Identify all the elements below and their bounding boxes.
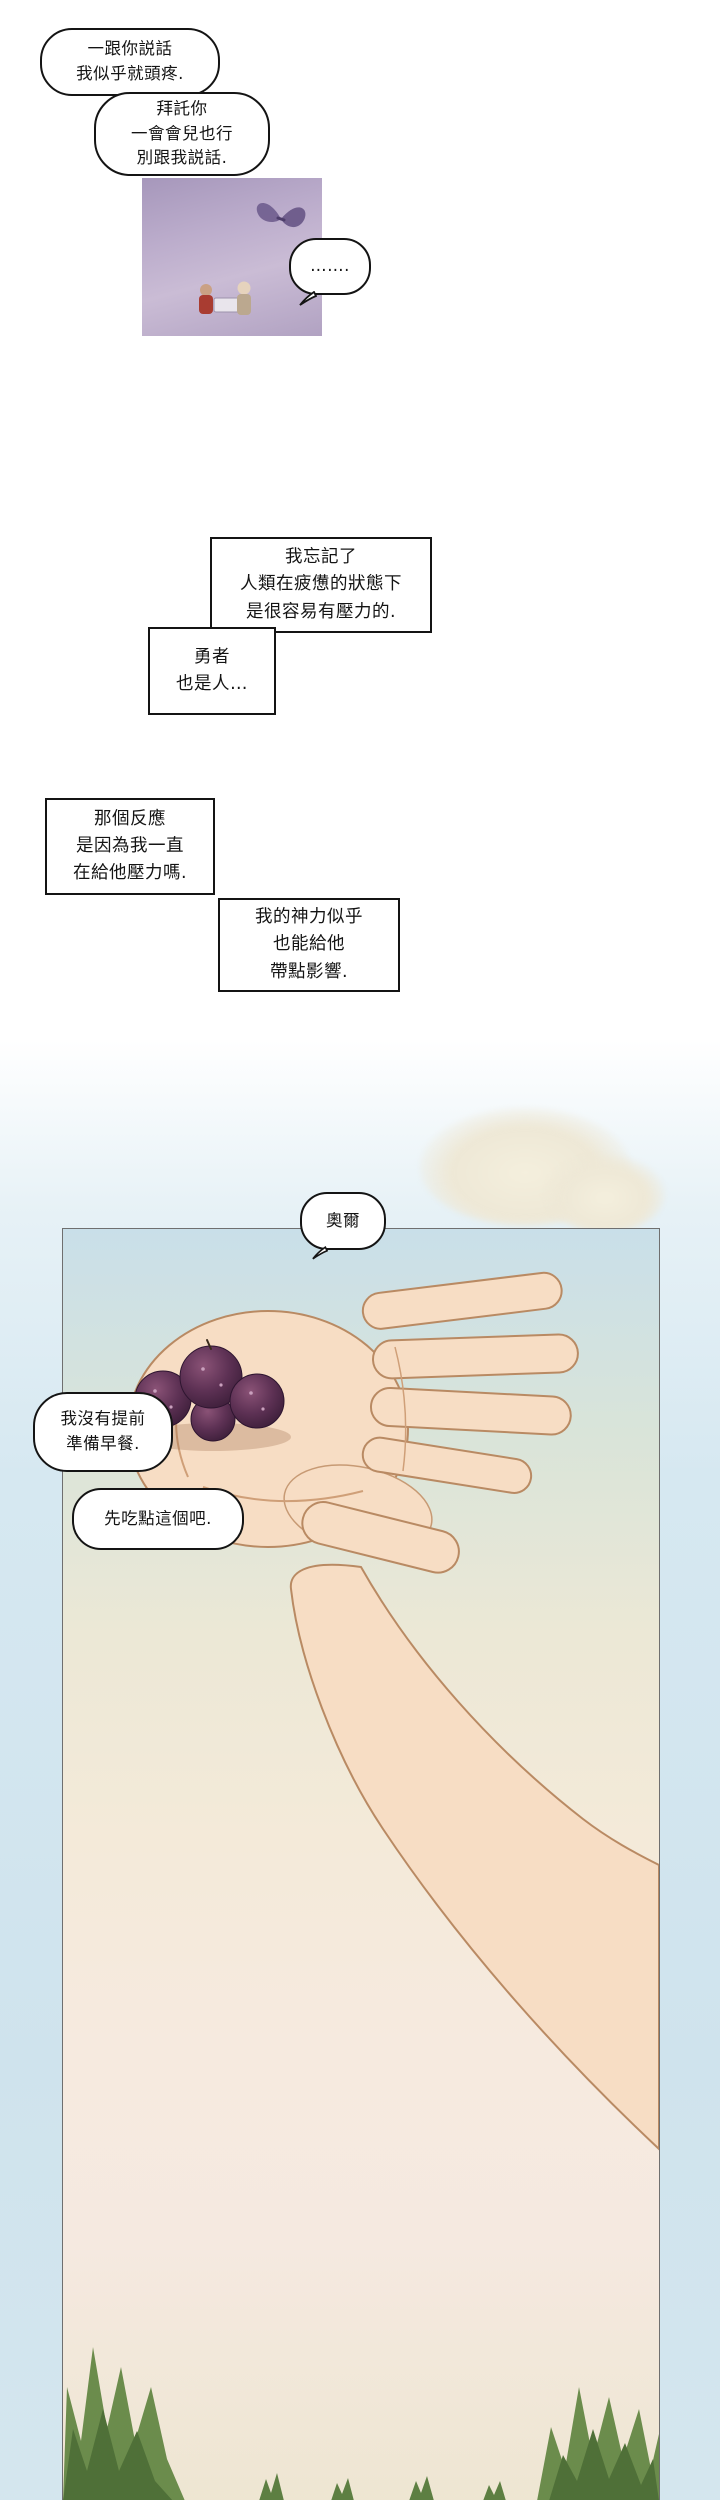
grass-tuft: [331, 2478, 354, 2500]
text-line: 別跟我説話.: [136, 148, 228, 168]
text-line: 是很容易有壓力的.: [245, 601, 397, 622]
speech-bubble-headache: 一跟你説話 我似乎就頭疼.: [40, 28, 220, 96]
speech-bubble-no-breakfast: 我沒有提前 準備早餐.: [33, 1392, 173, 1472]
characters-at-table: [199, 281, 251, 315]
grass-right-dark: [549, 2429, 659, 2500]
text-line: 也能給他: [273, 934, 345, 955]
text-line: 帶點影響.: [269, 961, 349, 982]
grass-tuft: [483, 2481, 506, 2500]
bubble-tail: [299, 291, 317, 306]
caption-divine-power: 我的神力似乎 也能給他 帶點影響.: [218, 898, 400, 992]
speech-bubble-name-call: 奧爾: [300, 1192, 386, 1260]
text-line: 勇者: [194, 646, 230, 667]
finger-middle: [371, 1333, 579, 1380]
panel-hand-with-plums: [62, 1228, 660, 2500]
text-line: 一會會兒也行: [131, 123, 233, 143]
text-line: 我沒有提前: [60, 1409, 146, 1429]
grass-tuft: [409, 2476, 434, 2500]
forearm: [289, 1563, 659, 2151]
plum: [229, 1373, 285, 1429]
text-line: 我似乎就頭疼.: [76, 64, 184, 83]
text-line: 準備早餐.: [66, 1434, 140, 1453]
caption-hero-human: 勇者 也是人…: [148, 627, 276, 715]
thumb: [301, 1501, 460, 1574]
text-line: …….: [310, 256, 350, 276]
grass-left-dark: [63, 2409, 173, 2500]
plum: [179, 1345, 243, 1409]
text-line: 拜託你: [156, 98, 208, 118]
bubble-tail: [312, 1246, 328, 1260]
text-line: 在給他壓力嗎.: [72, 863, 188, 884]
speech-bubble-eat-this: 先吃點這個吧.: [72, 1488, 244, 1550]
text-line: 我的神力似乎: [255, 907, 363, 928]
grass-tuft: [259, 2473, 284, 2500]
cloud: [545, 1155, 665, 1233]
text-line: 我忘記了: [285, 547, 357, 568]
text-line: 那個反應: [94, 808, 166, 829]
palm-crease: [394, 1346, 407, 1472]
speech-bubble-ellipsis: …….: [289, 238, 371, 306]
caption-reaction: 那個反應 是因為我一直 在給他壓力嗎.: [45, 798, 215, 895]
butterfly-silhouette-icon: [256, 203, 306, 228]
speech-bubble-dont-talk: 拜託你 一會會兒也行 別跟我説話.: [94, 92, 270, 176]
plum-speckles: [153, 1367, 265, 1411]
text-line: 也是人…: [176, 674, 248, 694]
text-line: 人類在疲憊的狀態下: [240, 574, 402, 595]
caption-forgot: 我忘記了 人類在疲憊的狀態下 是很容易有壓力的.: [210, 537, 432, 633]
finger-ring: [369, 1386, 572, 1436]
text-line: 先吃點這個吧.: [104, 1508, 212, 1528]
text-line: 奧爾: [326, 1210, 360, 1230]
finger-index: [361, 1271, 563, 1330]
text-line: 是因為我一直: [76, 835, 184, 856]
plum-stem: [206, 1339, 212, 1350]
text-line: 一跟你説話: [87, 39, 173, 59]
